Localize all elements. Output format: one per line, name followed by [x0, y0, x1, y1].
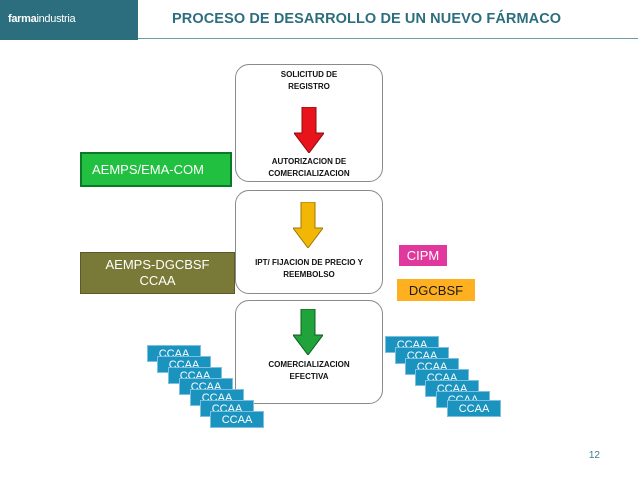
stage-top-label: SOLICITUD DE REGISTRO	[280, 70, 338, 91]
ccaa-box: CCAA	[447, 400, 501, 417]
brand-logo-text: farmaindustria	[8, 13, 76, 25]
page-number: 12	[588, 450, 600, 461]
down-arrow-green-icon	[293, 309, 323, 355]
logo-bold: farma	[8, 13, 37, 25]
ccaa-box: CCAA	[210, 411, 264, 428]
stage-bottom-label: AUTORIZACION DE COMERCIALIZACION	[268, 157, 350, 178]
stage-registration: SOLICITUD DE REGISTRO AUTORIZACION DE CO…	[235, 64, 383, 182]
logo-light: industria	[36, 13, 76, 25]
stage-commercialization: COMERCIALIZACION EFECTIVA	[235, 300, 383, 404]
page-title: PROCESO DE DESARROLLO DE UN NUEVO FÁRMAC…	[172, 11, 562, 27]
tag-line-2: CCAA	[139, 273, 176, 288]
aemps-ema-com-tag: AEMPS/EMA-COM	[80, 152, 232, 187]
stage-bottom-label: IPT/ FIJACION DE PRECIO Y REEMBOLSO	[255, 258, 363, 279]
brand-logo: farmaindustria	[0, 0, 138, 40]
aemps-dgcbsf-ccaa-tag: AEMPS-DGCBSF CCAA	[80, 252, 235, 294]
cipm-tag: CIPM	[399, 245, 447, 266]
stage-pricing: IPT/ FIJACION DE PRECIO Y REEMBOLSO	[235, 190, 383, 294]
tag-line-1: AEMPS-DGCBSF	[105, 257, 210, 272]
down-arrow-yellow-icon	[293, 202, 323, 248]
down-arrow-red-icon	[294, 107, 324, 153]
title-divider	[138, 38, 638, 39]
stage-bottom-label: COMERCIALIZACION EFECTIVA	[268, 360, 350, 381]
dgcbsf-tag: DGCBSF	[397, 279, 475, 301]
